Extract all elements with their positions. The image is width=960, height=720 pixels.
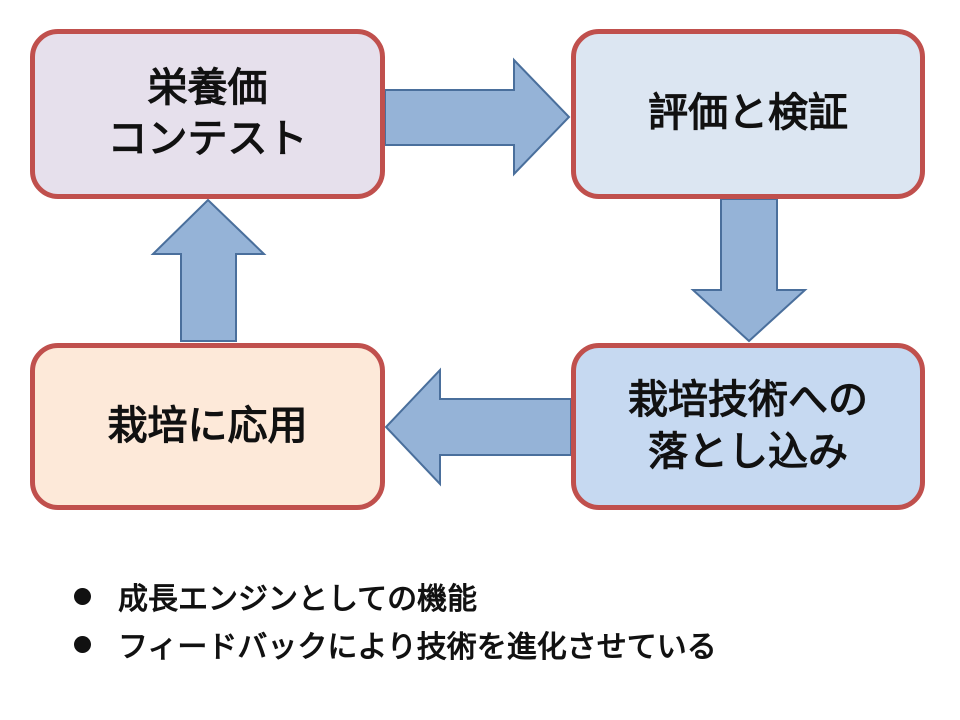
bullet-text: フィードバックにより技術を進化させている <box>118 630 717 665</box>
bullet-list: 成長エンジンとしての機能 フィードバックにより技術を進化させている <box>74 572 717 668</box>
arrow-down <box>690 198 808 343</box>
bullet-item: フィードバックにより技術を進化させている <box>74 620 717 668</box>
box-label-line: 栽培技術への <box>628 377 868 424</box>
arrow-up <box>150 198 267 342</box>
box-label-line: コンテスト <box>107 116 308 162</box>
box-label-line: 評価と検証 <box>648 90 848 137</box>
box-nutrition-contest: 栄養価 コンテスト <box>30 29 385 199</box>
arrow-right <box>384 57 571 177</box>
box-label-line: 栽培に応用 <box>107 402 308 449</box>
bullet-text: 成長エンジンとしての機能 <box>118 582 478 617</box>
bullet-dot-icon <box>74 635 91 653</box>
box-label-line: 落とし込み <box>648 428 848 475</box>
box-label-line: 栄養価 <box>147 64 268 111</box>
box-evaluation-verification: 評価と検証 <box>571 29 925 199</box>
box-cultivation-integration: 栽培技術への 落とし込み <box>571 343 925 510</box>
box-apply-to-cultivation: 栽培に応用 <box>30 343 385 510</box>
bullet-dot-icon <box>74 587 91 605</box>
arrow-left <box>384 367 572 487</box>
bullet-item: 成長エンジンとしての機能 <box>74 572 717 620</box>
